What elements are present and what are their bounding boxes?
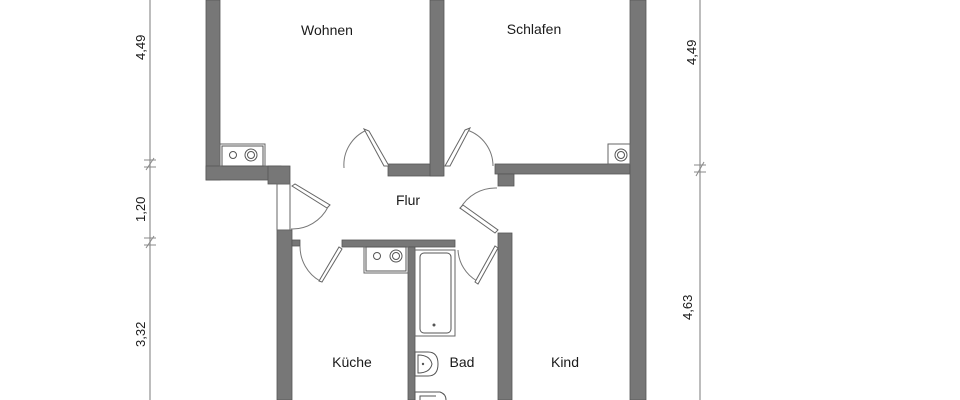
door-wohnen [343,128,390,169]
shaft-flur [363,246,409,274]
bathtub [414,249,456,337]
dimension-left-flur: 1,20 [133,196,148,222]
shaft-wohnen [219,143,266,167]
door-schlafen [444,127,494,167]
room-label-schlafen: Schlafen [506,21,562,37]
dimension-right-kind: 4,63 [680,294,695,320]
dimension-line-right [694,0,706,400]
door-kind [459,187,499,234]
dimension-line-left [144,0,156,400]
door-kueche [299,245,343,283]
room-label-wohnen: Wohnen [301,22,353,38]
washbasin [414,351,439,377]
room-label-bad: Bad [449,354,475,370]
toilet [414,391,447,400]
dimension-left-wohnen: 4,49 [133,34,148,60]
room-label-flur: Flur [395,192,421,208]
dimension-left-kueche: 3,32 [133,321,148,347]
room-label-kueche: Küche [332,354,372,370]
door-bad [457,245,499,285]
room-label-kind: Kind [550,354,580,370]
dimension-right-schlafen: 4,49 [684,39,699,65]
door-entrance-left [276,183,331,231]
shaft-schlafen [607,143,631,165]
walls [205,0,647,400]
